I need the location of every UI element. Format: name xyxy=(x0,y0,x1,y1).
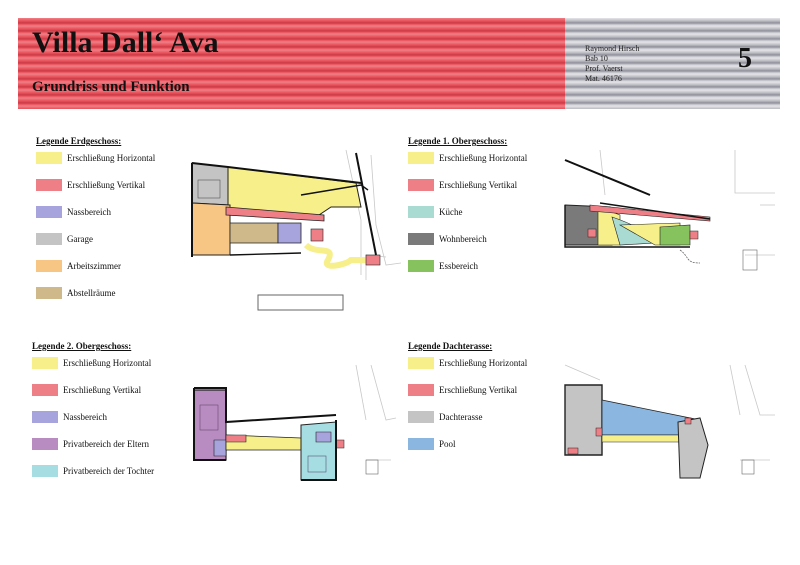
legend-label: Privatbereich der Eltern xyxy=(63,439,149,449)
legend-label: Erschließung Horizontal xyxy=(63,358,152,368)
legend-label: Arbeitszimmer xyxy=(67,261,121,271)
legend-swatch xyxy=(36,260,62,272)
legend-label: Erschließung Horizontal xyxy=(439,358,528,368)
legend-swatch xyxy=(408,357,434,369)
info-banner xyxy=(565,18,780,109)
legend-swatch xyxy=(36,179,62,191)
legend-title: Legende 2. Obergeschoss: xyxy=(32,341,132,351)
legend-label: Abstellräume xyxy=(67,288,116,298)
legend-swatch xyxy=(32,357,58,369)
student-number: Mat. 46176 xyxy=(585,74,622,83)
legend-label: Erschließung Vertikal xyxy=(439,385,518,395)
legend-label: Nassbereich xyxy=(63,412,107,422)
legend-swatch xyxy=(408,233,434,245)
floor-plan-dachterasse xyxy=(564,364,775,479)
legend-swatch xyxy=(36,206,62,218)
legend-label: Privatbereich der Tochter xyxy=(63,466,155,476)
legend-label: Garage xyxy=(67,234,93,244)
author-name: Raymond Hirsch xyxy=(585,44,640,53)
legend-swatch xyxy=(408,438,434,450)
legend-swatch xyxy=(32,411,58,423)
floor-plan-erdgeschoss xyxy=(191,149,401,311)
legend-swatch xyxy=(408,411,434,423)
legend-erdgeschoss: Legende Erdgeschoss: Erschließung Horizo… xyxy=(36,136,186,306)
legend-label: Erschließung Horizontal xyxy=(67,153,156,163)
legend-obergeschoss-2: Legende 2. Obergeschoss: Erschließung Ho… xyxy=(32,341,192,481)
course-name: Bab 10 xyxy=(585,54,608,63)
legend-swatch xyxy=(32,438,58,450)
legend-swatch xyxy=(408,152,434,164)
page-subtitle: Grundriss und Funktion xyxy=(32,79,190,95)
author-info: Raymond Hirsch Bab 10 Prof. Vaerst Mat. … xyxy=(585,44,639,84)
legend-swatch xyxy=(408,179,434,191)
legend-swatch xyxy=(36,152,62,164)
legend-title: Legende 1. Obergeschoss: xyxy=(408,136,508,146)
professor-name: Prof. Vaerst xyxy=(585,64,623,73)
legend-label: Küche xyxy=(439,207,463,217)
legend-label: Erschließung Vertikal xyxy=(67,180,146,190)
legend-label: Pool xyxy=(439,439,456,449)
legend-swatch xyxy=(408,384,434,396)
legend-label: Dachterasse xyxy=(439,412,483,422)
legend-label: Essbereich xyxy=(439,261,478,271)
legend-swatch xyxy=(32,384,58,396)
page-number: 5 xyxy=(738,43,752,74)
legend-obergeschoss-1: Legende 1. Obergeschoss: Erschließung Ho… xyxy=(408,136,558,276)
floor-plan-obergeschoss-1 xyxy=(564,149,775,271)
page-title: Villa Dall‘ Ava xyxy=(32,26,219,59)
legend-swatch xyxy=(36,287,62,299)
title-banner xyxy=(18,18,565,109)
legend-swatch xyxy=(408,260,434,272)
legend-swatch xyxy=(408,206,434,218)
legend-dachterasse: Legende Dachterasse: Erschließung Horizo… xyxy=(408,341,558,456)
legend-label: Erschließung Vertikal xyxy=(63,385,142,395)
legend-label: Erschließung Horizontal xyxy=(439,153,528,163)
legend-label: Wohnbereich xyxy=(439,234,487,244)
legend-swatch xyxy=(32,465,58,477)
legend-swatch xyxy=(36,233,62,245)
legend-label: Nassbereich xyxy=(67,207,111,217)
legend-title: Legende Dachterasse: xyxy=(408,341,493,351)
floor-plan-obergeschoss-2 xyxy=(193,364,397,481)
legend-label: Erschließung Vertikal xyxy=(439,180,518,190)
legend-title: Legende Erdgeschoss: xyxy=(36,136,122,146)
